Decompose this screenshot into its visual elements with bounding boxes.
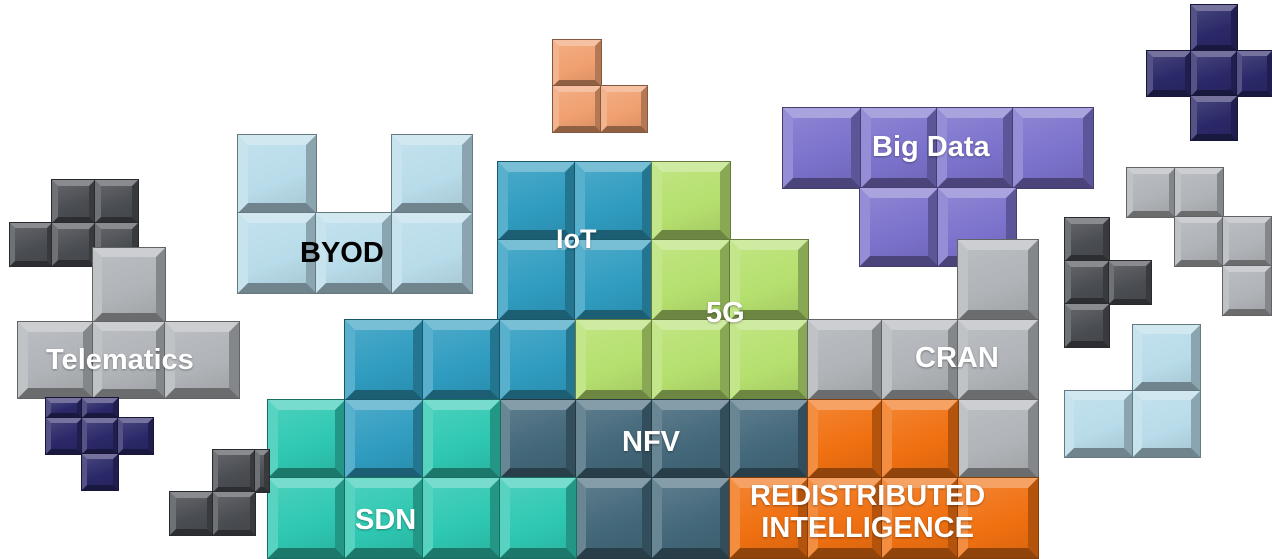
purple-tile <box>783 108 861 188</box>
gray-tile <box>1223 266 1271 315</box>
gray-tile <box>958 240 1038 320</box>
navy-tile <box>1191 51 1237 96</box>
gray-tile <box>808 320 882 400</box>
orange-tile <box>958 478 1038 558</box>
gray-tile <box>1175 168 1223 217</box>
light-blue-tile <box>392 135 472 213</box>
dark-gray-tile <box>170 492 213 535</box>
teal-blue-tile <box>575 162 652 240</box>
teal-blue-tile <box>423 320 500 400</box>
navy-tile <box>46 398 82 418</box>
gray-tile <box>958 320 1038 400</box>
light-blue-tile <box>238 213 316 293</box>
dark-teal-tile <box>576 400 652 478</box>
light-blue-tile <box>1133 391 1200 457</box>
orange-tile <box>808 400 882 478</box>
dark-teal-tile <box>652 400 730 478</box>
label-redistributed-line1: REDISTRIBUTED <box>750 480 986 512</box>
navy-tile <box>1237 51 1272 96</box>
dark-gray-tile <box>10 223 52 266</box>
label-5g: 5G <box>706 297 745 329</box>
label-cran: CRAN <box>915 342 999 374</box>
orange-tile <box>808 478 882 558</box>
orange-peach-tile <box>601 86 647 132</box>
navy-tile <box>1191 96 1237 140</box>
teal-blue-tile <box>575 240 652 320</box>
light-blue-tile <box>1065 391 1133 457</box>
label-nfv: NFV <box>622 426 680 458</box>
purple-tile <box>937 108 1013 188</box>
label-redistributed-intelligence: REDISTRIBUTED INTELLIGENCE <box>750 480 986 545</box>
navy-tile <box>1147 51 1191 96</box>
lime-tile <box>652 240 730 320</box>
label-sdn: SDN <box>355 504 417 536</box>
navy-tile <box>82 454 118 490</box>
label-iot: IoT <box>556 224 597 254</box>
label-byod: BYOD <box>300 237 384 269</box>
teal-blue-tile <box>345 400 423 478</box>
gray-tile <box>882 320 958 400</box>
turquoise-tile <box>345 478 423 558</box>
dark-gray-tile <box>1065 218 1109 261</box>
navy-tile <box>46 418 82 454</box>
dark-gray-tile <box>52 180 95 223</box>
teal-blue-tile <box>498 162 575 240</box>
dark-gray-tile <box>1109 261 1151 304</box>
gray-tile <box>93 248 165 322</box>
purple-tile <box>860 188 938 266</box>
navy-tile <box>118 418 153 454</box>
gray-tile <box>18 322 93 398</box>
lime-tile <box>730 320 808 400</box>
dark-teal-tile <box>576 478 652 558</box>
orange-peach-tile <box>553 40 601 86</box>
light-blue-tile <box>1133 325 1200 391</box>
dark-gray-tile <box>213 492 255 535</box>
purple-tile <box>861 108 937 188</box>
dark-gray-tile <box>95 180 138 223</box>
gray-tile <box>165 322 239 398</box>
gray-tile <box>93 322 165 398</box>
teal-blue-tile <box>500 320 576 400</box>
dark-gray-tile <box>1065 304 1109 347</box>
dark-teal-tile <box>730 400 808 478</box>
light-blue-tile <box>238 135 316 213</box>
dark-gray-tile <box>255 450 269 492</box>
gray-tile <box>1127 168 1175 217</box>
orange-tile <box>882 478 958 558</box>
navy-tile <box>82 418 118 454</box>
dark-teal-tile <box>652 478 730 558</box>
turquoise-tile <box>268 478 345 558</box>
gray-tile <box>958 400 1038 478</box>
orange-tile <box>882 400 958 478</box>
label-redistributed-line2: INTELLIGENCE <box>761 511 974 544</box>
dark-gray-tile <box>213 450 255 492</box>
navy-tile <box>82 398 118 418</box>
teal-blue-tile <box>345 320 423 400</box>
turquoise-tile <box>423 400 500 478</box>
turquoise-tile <box>268 400 345 478</box>
teal-blue-tile <box>498 240 575 320</box>
lime-tile <box>730 240 808 320</box>
lime-tile <box>652 162 730 240</box>
orange-tile <box>730 478 808 558</box>
turquoise-tile <box>423 478 500 558</box>
turquoise-tile <box>500 478 576 558</box>
label-big-data: Big Data <box>872 131 990 163</box>
dark-gray-tile <box>52 223 95 266</box>
light-blue-tile <box>316 213 392 293</box>
navy-tile <box>1191 5 1237 51</box>
purple-tile <box>1013 108 1093 188</box>
label-telematics: Telematics <box>46 344 194 376</box>
lime-tile <box>576 320 652 400</box>
lime-tile <box>652 320 730 400</box>
dark-teal-tile <box>500 400 576 478</box>
dark-gray-tile <box>1065 261 1109 304</box>
gray-tile <box>1175 217 1223 266</box>
light-blue-tile <box>392 213 472 293</box>
orange-peach-tile <box>553 86 601 132</box>
gray-tile <box>1223 217 1271 266</box>
